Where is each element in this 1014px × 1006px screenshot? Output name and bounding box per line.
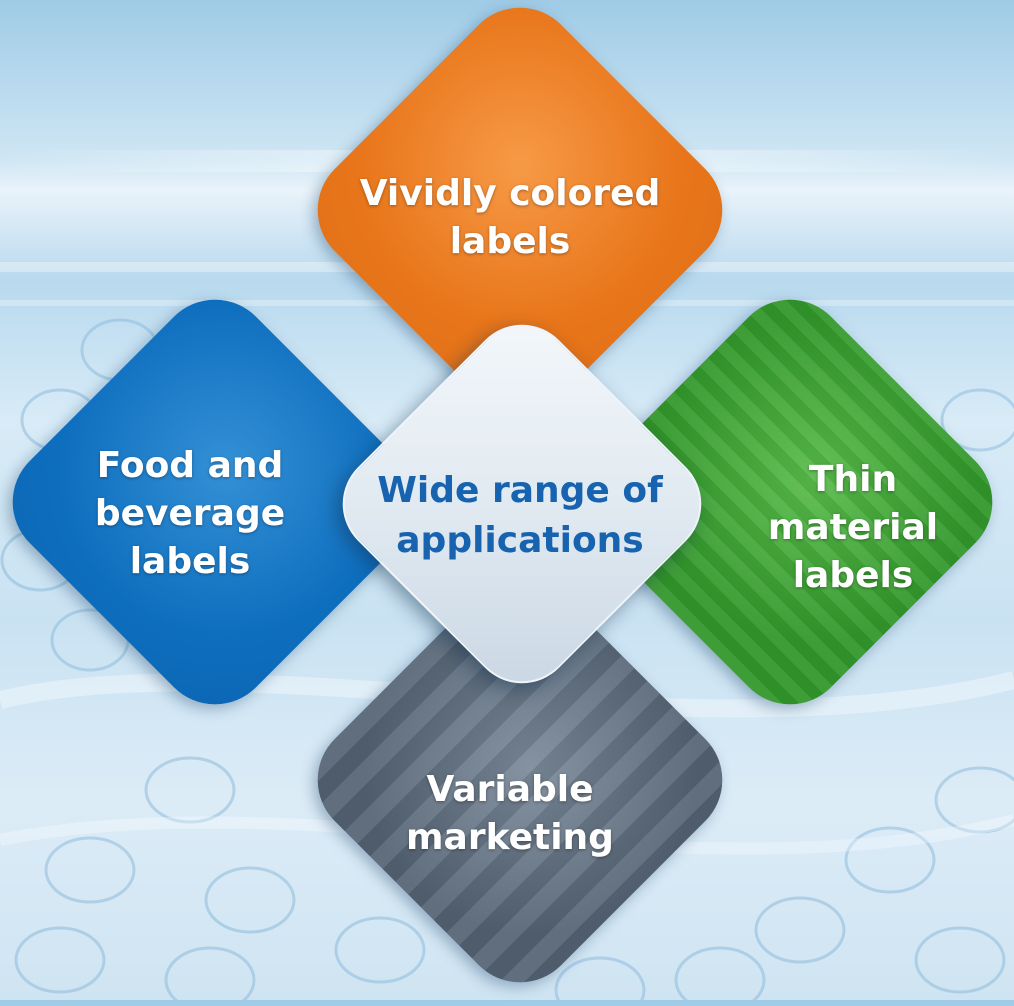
tile-label-thin-material: Thin material labels bbox=[767, 459, 939, 596]
tile-label-variable-marketing: Variable marketing bbox=[406, 769, 614, 858]
tile-label-food-and-beverage: Food and beverage labels bbox=[94, 445, 286, 582]
center-label: Wide range of applications bbox=[377, 470, 663, 561]
tile-label-vividly-colored: Vividly colored labels bbox=[359, 173, 661, 262]
